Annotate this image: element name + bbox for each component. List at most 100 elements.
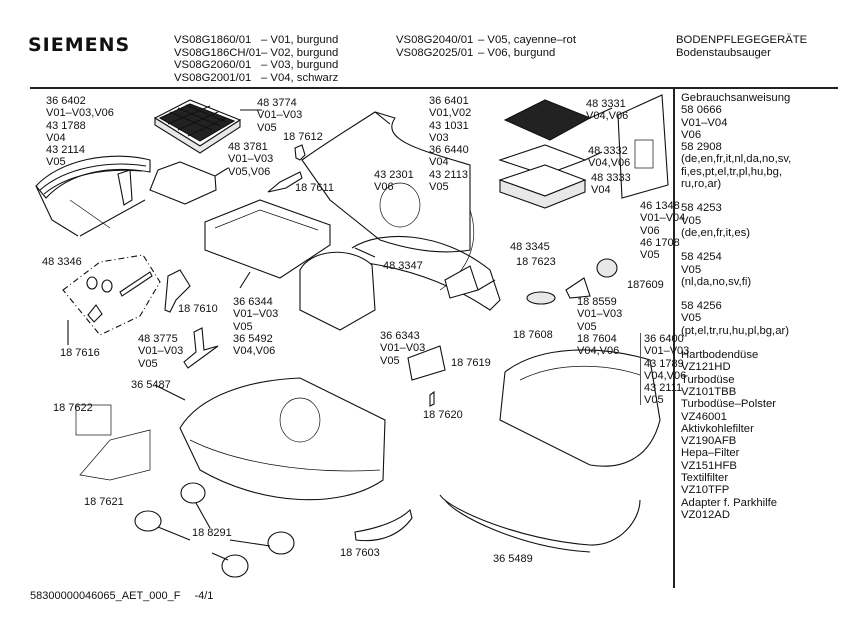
part-label-36-6402: 36 6402 V01–V03,V06 43 1788 V04 43 2114 … (46, 95, 114, 169)
part-variant: V05 (380, 354, 400, 367)
lid-latch-part (444, 265, 479, 299)
category-block: BODENPFLEGEGERÄTE Bodenstaubsauger (676, 34, 807, 59)
part-label-36-6400: 36 6400 V01–V03 43 1789 V04,V06 43 2111 … (644, 333, 689, 407)
part-label-48-3346: 48 3346 (42, 256, 82, 268)
accessory-code: VZ10TFP (681, 484, 730, 497)
model-row: VS08G2025/01– V06, burgund (396, 47, 576, 60)
handle-part (183, 327, 219, 369)
part-variant: V04,V06 (586, 110, 629, 123)
part-label-18-8559: 18 8559 V01–V03 V05 18 7604 V04,V06 (577, 296, 622, 357)
part-number: 43 2111 (644, 382, 683, 395)
grille-part (526, 291, 556, 305)
hepa-filter-stack (498, 99, 592, 209)
manual-variant: V05 (681, 263, 702, 276)
part-variant: V04,V06 (644, 369, 687, 382)
part-variant: V05 (46, 156, 66, 169)
part-variant: V06 (374, 181, 394, 194)
part-variant: V05 (138, 357, 158, 370)
part-number: 48 3333 (591, 172, 631, 184)
sheet-number: -4/1 (194, 590, 214, 602)
part-label-48-3781: 48 3781 V01–V03 V05,V06 (228, 141, 273, 178)
part-variant: V01–V03 (233, 308, 279, 321)
part-label-36-6343: 36 6343 V01–V03 V05 (380, 330, 425, 367)
part-variant: V01–V03 (380, 342, 426, 355)
part-label-48-3347: 48 3347 (383, 260, 423, 272)
part-number: 43 2113 (429, 168, 468, 181)
part-number: 36 6343 (380, 330, 420, 342)
part-variant: V06 (640, 224, 660, 237)
part-variant: V01–V03 (577, 308, 623, 321)
part-variant: V01–V03 (257, 109, 303, 122)
part-number: 18 7603 (340, 547, 380, 559)
part-variant: V05 (644, 394, 664, 407)
part-variant: V01–V03 (138, 345, 184, 358)
manual-languages: ru,ro,ar) (681, 178, 722, 191)
manual-variant: V06 (681, 128, 702, 141)
manual-languages: (de,en,fr,it,nl,da,no,sv, (681, 153, 792, 166)
part-variant: V04 (429, 156, 449, 169)
model-list-right: VS08G2040/01– V05, cayenne–rot VS08G2025… (396, 34, 576, 59)
part-number: 18 7608 (513, 329, 553, 341)
part-number: 48 3346 (42, 256, 82, 268)
accessory-list: Hartbodendüse VZ121HD Turbodüse VZ101TBB… (681, 349, 846, 521)
button-part (596, 258, 618, 278)
hose-cable-part (351, 235, 501, 311)
model-code: VS08G1860/01 (174, 34, 252, 46)
footer: 58300000046065_AET_000_F-4/1 (30, 590, 213, 602)
model-row: VS08G2040/01– V05, cayenne–rot (396, 34, 576, 47)
accessory-code: VZ121HD (681, 361, 731, 374)
model-row: VS08G2001/01– V04, schwarz (174, 72, 338, 85)
part-number: 48 3332 (588, 145, 628, 157)
part-number: 48 3345 (510, 241, 550, 253)
part-variant: V01–V03,V06 (46, 107, 114, 120)
part-number: 18 7619 (451, 357, 491, 369)
part-number: 36 5492 (233, 332, 273, 345)
part-number: 18 8559 (577, 296, 617, 308)
part-number: 46 1708 (640, 236, 680, 249)
part-variant: V05 (233, 320, 253, 333)
part-variant: V01–V03 (644, 345, 690, 358)
part-number: 18 7611 (295, 182, 334, 194)
part-number: 18 7621 (84, 496, 124, 508)
manual-title: Gebrauchsanweisung (681, 92, 791, 104)
part-variant: V05 (640, 249, 660, 262)
part-number: 18 7610 (178, 303, 218, 315)
manual-part-number: 58 4254 (681, 251, 722, 264)
part-number: 187609 (627, 279, 664, 291)
accessory-code: VZ012AD (681, 508, 730, 521)
part-variant: V05 (429, 181, 449, 194)
part-variant: V01–V04 (640, 212, 686, 225)
part-number: 43 1788 (46, 119, 86, 132)
part-variant: V01–V03 (228, 153, 274, 166)
model-code: VS08G2060/01 (174, 59, 252, 72)
accessory-code: VZ46001 (681, 410, 727, 423)
accessory-name: Textilfilter (681, 472, 729, 485)
part-number: 48 3775 (138, 333, 178, 345)
part-label-18-7623: 18 7623 (516, 256, 556, 268)
part-label-48-3774: 48 3774 V01–V03 V05 (257, 97, 302, 134)
part-number: 43 2114 (46, 144, 85, 157)
manual-block: 58 4254 V05 (nl,da,no,sv,fi) (681, 251, 846, 288)
part-number: 43 1789 (644, 357, 684, 370)
part-label-48-3331: 48 3331 V04,V06 (586, 98, 628, 123)
model-code: VS08G2025/01 (396, 46, 474, 59)
manual-variant: V01–V04 (681, 116, 728, 129)
part-variant: V03 (429, 131, 449, 144)
bracket-part (565, 277, 591, 299)
part-number: 36 5487 (131, 379, 171, 391)
model-list-left: VS08G1860/01– V01, burgund VS08G186CH/01… (174, 34, 338, 84)
part-label-48-3332: 48 3332 V04,V06 (588, 145, 630, 170)
part-variant: V05 (577, 320, 597, 333)
part-label-18-7612: 18 7612 (283, 131, 323, 143)
part-label-48-3345: 48 3345 (510, 241, 550, 253)
accessory-name: Aktivkohlefilter (681, 422, 754, 435)
part-variant: V04,V06 (577, 345, 620, 358)
part-label-18-7610: 18 7610 (178, 303, 218, 315)
model-variant: – V01, burgund (261, 34, 339, 46)
part-variant: V04,V06 (233, 345, 276, 358)
part-number: 48 3347 (383, 260, 423, 272)
part-number: 18 7623 (516, 256, 556, 268)
part-label-18-7603: 18 7603 (340, 547, 380, 559)
part-number: 36 6401 (429, 95, 469, 107)
part-label-18-8291: 18 8291 (192, 527, 232, 539)
